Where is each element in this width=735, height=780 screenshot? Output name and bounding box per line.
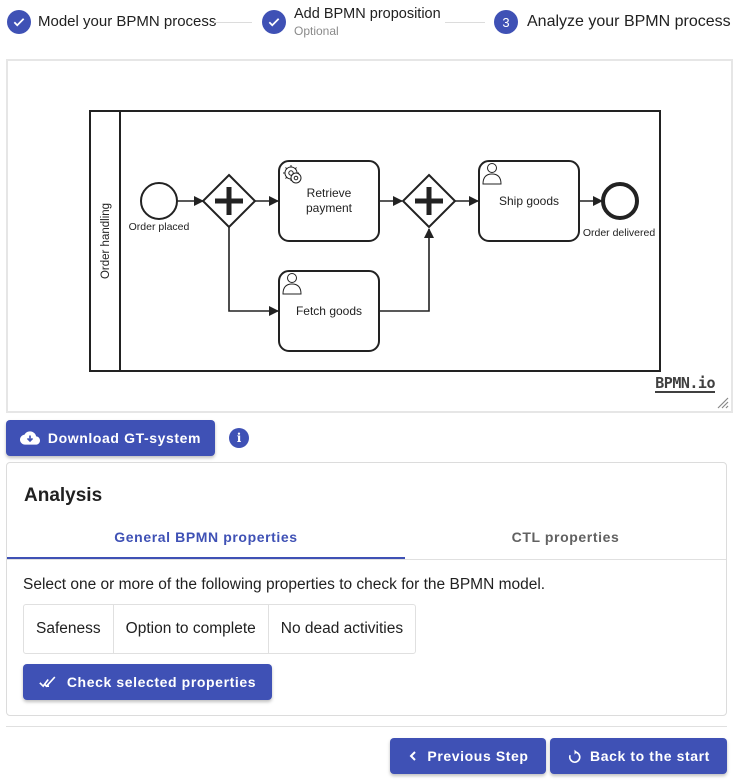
task-fetch-goods-label: Fetch goods xyxy=(296,304,362,318)
bpmn-canvas[interactable]: Order handling Order placed xyxy=(6,59,733,413)
sequence-flows xyxy=(177,196,603,316)
bpmn-diagram[interactable]: Order handling Order placed xyxy=(8,61,731,411)
end-event[interactable] xyxy=(601,182,639,220)
download-gt-system-label: Download GT-system xyxy=(47,430,202,446)
step-1-check-icon[interactable] xyxy=(7,10,31,34)
tab-divider xyxy=(7,559,726,560)
download-gt-system-button[interactable]: Download GT-system xyxy=(6,420,215,456)
task-retrieve-payment-line1: Retrieve xyxy=(307,186,352,200)
step-2-check-icon[interactable] xyxy=(262,10,286,34)
service-gear-icon xyxy=(283,165,302,184)
start-event[interactable] xyxy=(140,182,178,220)
step-connector xyxy=(214,22,252,23)
stepper: Model your BPMN process Add BPMN proposi… xyxy=(0,0,735,46)
property-option-to-complete[interactable]: Option to complete xyxy=(114,605,269,653)
back-to-start-button[interactable]: Back to the start xyxy=(550,738,727,774)
task-retrieve-payment-line2: payment xyxy=(306,201,353,215)
analysis-card: Analysis General BPMN properties CTL pro… xyxy=(6,462,727,716)
parallel-gateway-split[interactable] xyxy=(201,173,257,229)
step-2-optional-label: Optional xyxy=(294,24,339,38)
step-2-label[interactable]: Add BPMN proposition xyxy=(294,6,441,22)
tab-ctl-properties[interactable]: CTL properties xyxy=(511,529,620,545)
check-selected-properties-button[interactable]: Check selected properties xyxy=(23,664,272,700)
task-fetch-goods[interactable]: Fetch goods xyxy=(278,270,380,352)
double-check-icon xyxy=(39,676,56,688)
analysis-description: Select one or more of the following prop… xyxy=(23,576,546,593)
back-to-start-label: Back to the start xyxy=(590,748,710,764)
resize-grip-icon[interactable] xyxy=(715,395,729,409)
step-3-number[interactable]: 3 xyxy=(494,10,518,34)
info-icon[interactable]: i xyxy=(229,428,249,448)
restart-icon xyxy=(569,749,581,763)
pool-label: Order handling xyxy=(100,203,112,279)
end-event-label: Order delivered xyxy=(583,227,656,239)
active-tab-indicator xyxy=(7,557,405,559)
chevron-left-icon xyxy=(409,751,417,761)
property-safeness[interactable]: Safeness xyxy=(24,605,114,653)
task-ship-goods[interactable]: Ship goods xyxy=(478,160,580,242)
property-no-dead-activities[interactable]: No dead activities xyxy=(280,620,404,637)
previous-step-button[interactable]: Previous Step xyxy=(390,738,546,774)
user-task-icon xyxy=(482,163,502,185)
task-ship-goods-label: Ship goods xyxy=(499,194,559,208)
cloud-download-icon xyxy=(19,431,40,445)
property-toggle-group: Safeness Option to complete No dead acti… xyxy=(23,604,417,654)
step-3-label[interactable]: Analyze your BPMN process xyxy=(527,13,731,30)
previous-step-label: Previous Step xyxy=(427,748,529,764)
start-event-label: Order placed xyxy=(129,221,190,233)
user-task-icon xyxy=(282,273,302,295)
footer-divider xyxy=(6,726,727,727)
task-retrieve-payment[interactable]: Retrieve payment xyxy=(278,160,380,242)
step-1-label[interactable]: Model your BPMN process xyxy=(38,13,217,30)
parallel-gateway-join[interactable] xyxy=(401,173,457,229)
bpmn-io-logo[interactable]: BPMN.io xyxy=(655,374,715,393)
step-connector xyxy=(445,22,485,23)
tab-general-bpmn-properties[interactable]: General BPMN properties xyxy=(114,529,298,545)
check-selected-properties-label: Check selected properties xyxy=(66,674,257,690)
analysis-title: Analysis xyxy=(24,485,103,506)
